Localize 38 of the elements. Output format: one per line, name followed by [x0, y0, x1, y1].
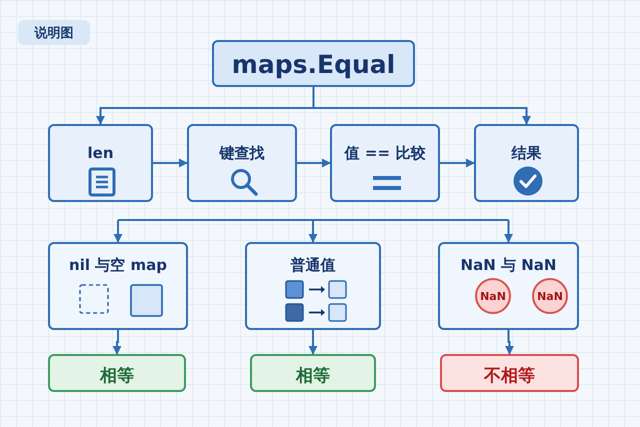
nan-circle [475, 278, 511, 314]
arrow [308, 220, 318, 243]
arrow [297, 158, 331, 168]
node-label: nil 与空 map [68, 256, 168, 275]
process-box [48, 124, 153, 202]
arrow [112, 330, 122, 355]
case-box [48, 242, 188, 330]
result-box [48, 354, 186, 392]
node-label: 不相等 [482, 365, 536, 387]
node-label: 普通值 [290, 256, 336, 275]
result-box [250, 354, 376, 392]
node-label: 结果 [510, 144, 542, 163]
arrow [504, 220, 513, 243]
tag-label [18, 20, 90, 45]
result-box [440, 354, 579, 392]
arrow [114, 220, 122, 243]
case-box [438, 242, 579, 330]
process-box [330, 124, 440, 202]
node-label: 相等 [98, 365, 135, 387]
node-label: NaN [536, 290, 564, 303]
arrow [312, 87, 531, 125]
nan-circle [532, 278, 568, 314]
node-label: NaN 与 NaN [460, 256, 558, 275]
case-box [245, 242, 381, 330]
arrow [153, 158, 188, 168]
arrow [308, 330, 318, 355]
node-label: NaN [479, 290, 507, 303]
node-label: maps.Equal [230, 50, 396, 79]
node-label: 说明图 [33, 25, 74, 42]
node-label: 键查找 [218, 144, 266, 163]
process-box [187, 124, 297, 202]
process-box [474, 124, 579, 202]
node-label: 相等 [294, 365, 331, 387]
node-label: 值 == 比较 [343, 144, 426, 163]
arrow [505, 330, 514, 355]
arrow [440, 158, 475, 168]
title-box [212, 40, 415, 87]
node-label: len [86, 144, 114, 162]
